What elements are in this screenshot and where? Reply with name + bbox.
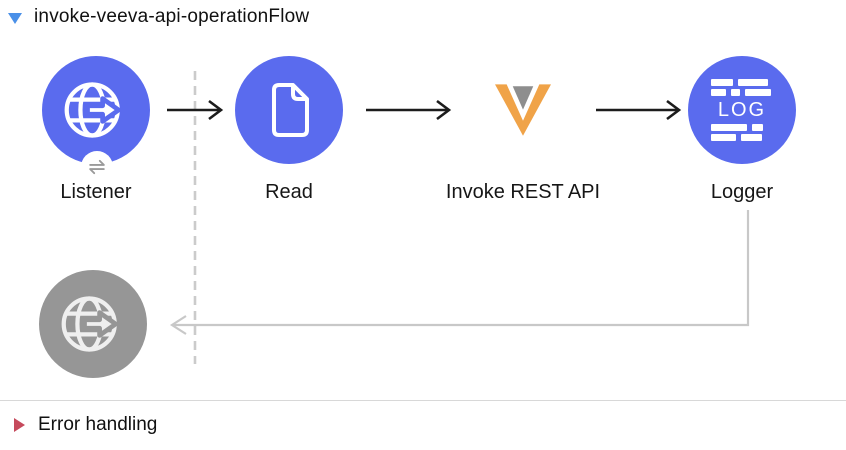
document-icon <box>272 83 309 137</box>
log-bar <box>741 134 762 141</box>
flow-title[interactable]: invoke-veeva-api-operationFlow <box>34 6 310 27</box>
collapse-triangle-icon[interactable] <box>8 13 22 24</box>
veeva-logo-icon[interactable] <box>495 82 551 139</box>
log-bar <box>731 89 740 96</box>
log-bar <box>752 124 763 131</box>
log-bar <box>711 134 736 141</box>
listener-label: Listener <box>60 181 132 203</box>
return-connector <box>169 210 750 335</box>
read-label: Read <box>265 181 313 203</box>
globe-arrow-icon <box>64 82 122 138</box>
log-bar <box>745 89 771 96</box>
flow-header: invoke-veeva-api-operationFlow <box>8 6 309 28</box>
expand-triangle-icon[interactable] <box>14 418 25 432</box>
error-handling-label: Error handling <box>38 414 158 435</box>
read-circle[interactable] <box>235 56 343 164</box>
log-bar <box>711 124 747 131</box>
globe-arrow-icon <box>61 296 119 352</box>
listener-badge <box>81 151 113 183</box>
exchange-arrows-icon <box>89 159 105 175</box>
arrow-listener-to-read <box>167 99 224 121</box>
arrow-read-to-invoke <box>366 99 452 121</box>
log-lines-icon: LOG <box>711 79 773 141</box>
log-bar <box>711 79 733 86</box>
listener-circle[interactable] <box>42 56 150 164</box>
log-bar <box>738 79 768 86</box>
arrow-invoke-to-logger <box>596 99 682 121</box>
log-bar <box>711 89 726 96</box>
section-divider <box>0 400 846 401</box>
logger-label: Logger <box>710 181 774 203</box>
error-handling-section-header: Error handling <box>14 414 157 436</box>
node-listener-reference[interactable] <box>39 270 147 378</box>
logger-circle[interactable]: LOG <box>688 56 796 164</box>
log-icon-text: LOG <box>717 99 767 121</box>
invoke-rest-api-label: Invoke REST API <box>445 181 601 203</box>
